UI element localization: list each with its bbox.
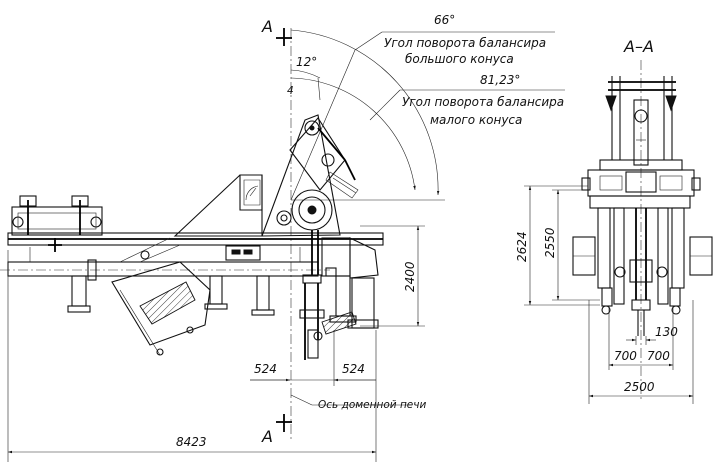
small-cone-caption-2: малого конуса xyxy=(430,113,522,127)
right-housing xyxy=(321,237,379,335)
section-view-title: A–A xyxy=(623,37,654,56)
tilt-angle: 12° xyxy=(296,55,317,69)
dim-spacing-right-label: 700 xyxy=(647,349,670,363)
large-cone-arc xyxy=(290,29,440,196)
dim-left-offset-label: 524 xyxy=(254,362,277,376)
balancer-arm xyxy=(261,114,359,237)
side-view: A A 66° Угол поворота балансира большого… xyxy=(0,13,565,462)
upper-rods xyxy=(605,76,677,166)
dim-height-main: 2400 xyxy=(360,225,425,327)
section-mark-bottom: A xyxy=(261,414,292,446)
dim-section-width: 2500 xyxy=(588,300,694,404)
dim-right-offset-label: 524 xyxy=(342,362,365,376)
large-cone-caption-1: Угол поворота балансира xyxy=(384,36,546,50)
large-cone-angle: 66° xyxy=(434,13,455,27)
small-cone-caption-1: Угол поворота балансира xyxy=(402,95,564,109)
furnace-axis-label: Ось доменной печи xyxy=(318,399,426,411)
dim-section-height-outer-label: 2624 xyxy=(515,231,529,262)
dim-offsets: 524 524 xyxy=(250,330,376,386)
left-carriage xyxy=(11,195,103,313)
section-mark-top: A xyxy=(261,17,292,46)
tilt-arc xyxy=(290,69,321,79)
dim-overall-length-label: 8423 xyxy=(176,435,207,449)
lower-rods xyxy=(597,207,685,336)
section-view: A–A xyxy=(515,37,713,404)
tilted-chute xyxy=(111,261,211,356)
side-rails xyxy=(572,236,713,276)
dim-overall-length: 8423 xyxy=(7,250,377,462)
section-letter-bottom: A xyxy=(261,427,273,446)
dim-section-height-inner: 2550 xyxy=(543,189,600,301)
large-cone-caption-2: большого конуса xyxy=(405,52,514,66)
section-letter-top: A xyxy=(261,17,273,36)
small-cone-arc xyxy=(290,77,416,191)
support-legs xyxy=(204,275,357,323)
dim-height-main-label: 2400 xyxy=(403,261,417,292)
dim-gap: 130 xyxy=(626,325,678,345)
dim-gap-label: 130 xyxy=(655,325,678,339)
dim-spacing: 700 700 xyxy=(608,306,674,370)
dim-section-height-inner-label: 2550 xyxy=(543,227,557,258)
dim-section-width-label: 2500 xyxy=(624,380,655,394)
dim-spacing-left-label: 700 xyxy=(614,349,637,363)
axis-rod xyxy=(299,274,325,360)
dim-section-height-outer: 2624 xyxy=(515,185,600,306)
offset-label: 4 xyxy=(287,85,294,97)
pivot-drum xyxy=(276,189,333,275)
small-cone-angle: 81,23° xyxy=(480,73,520,87)
central-frame xyxy=(119,174,263,263)
